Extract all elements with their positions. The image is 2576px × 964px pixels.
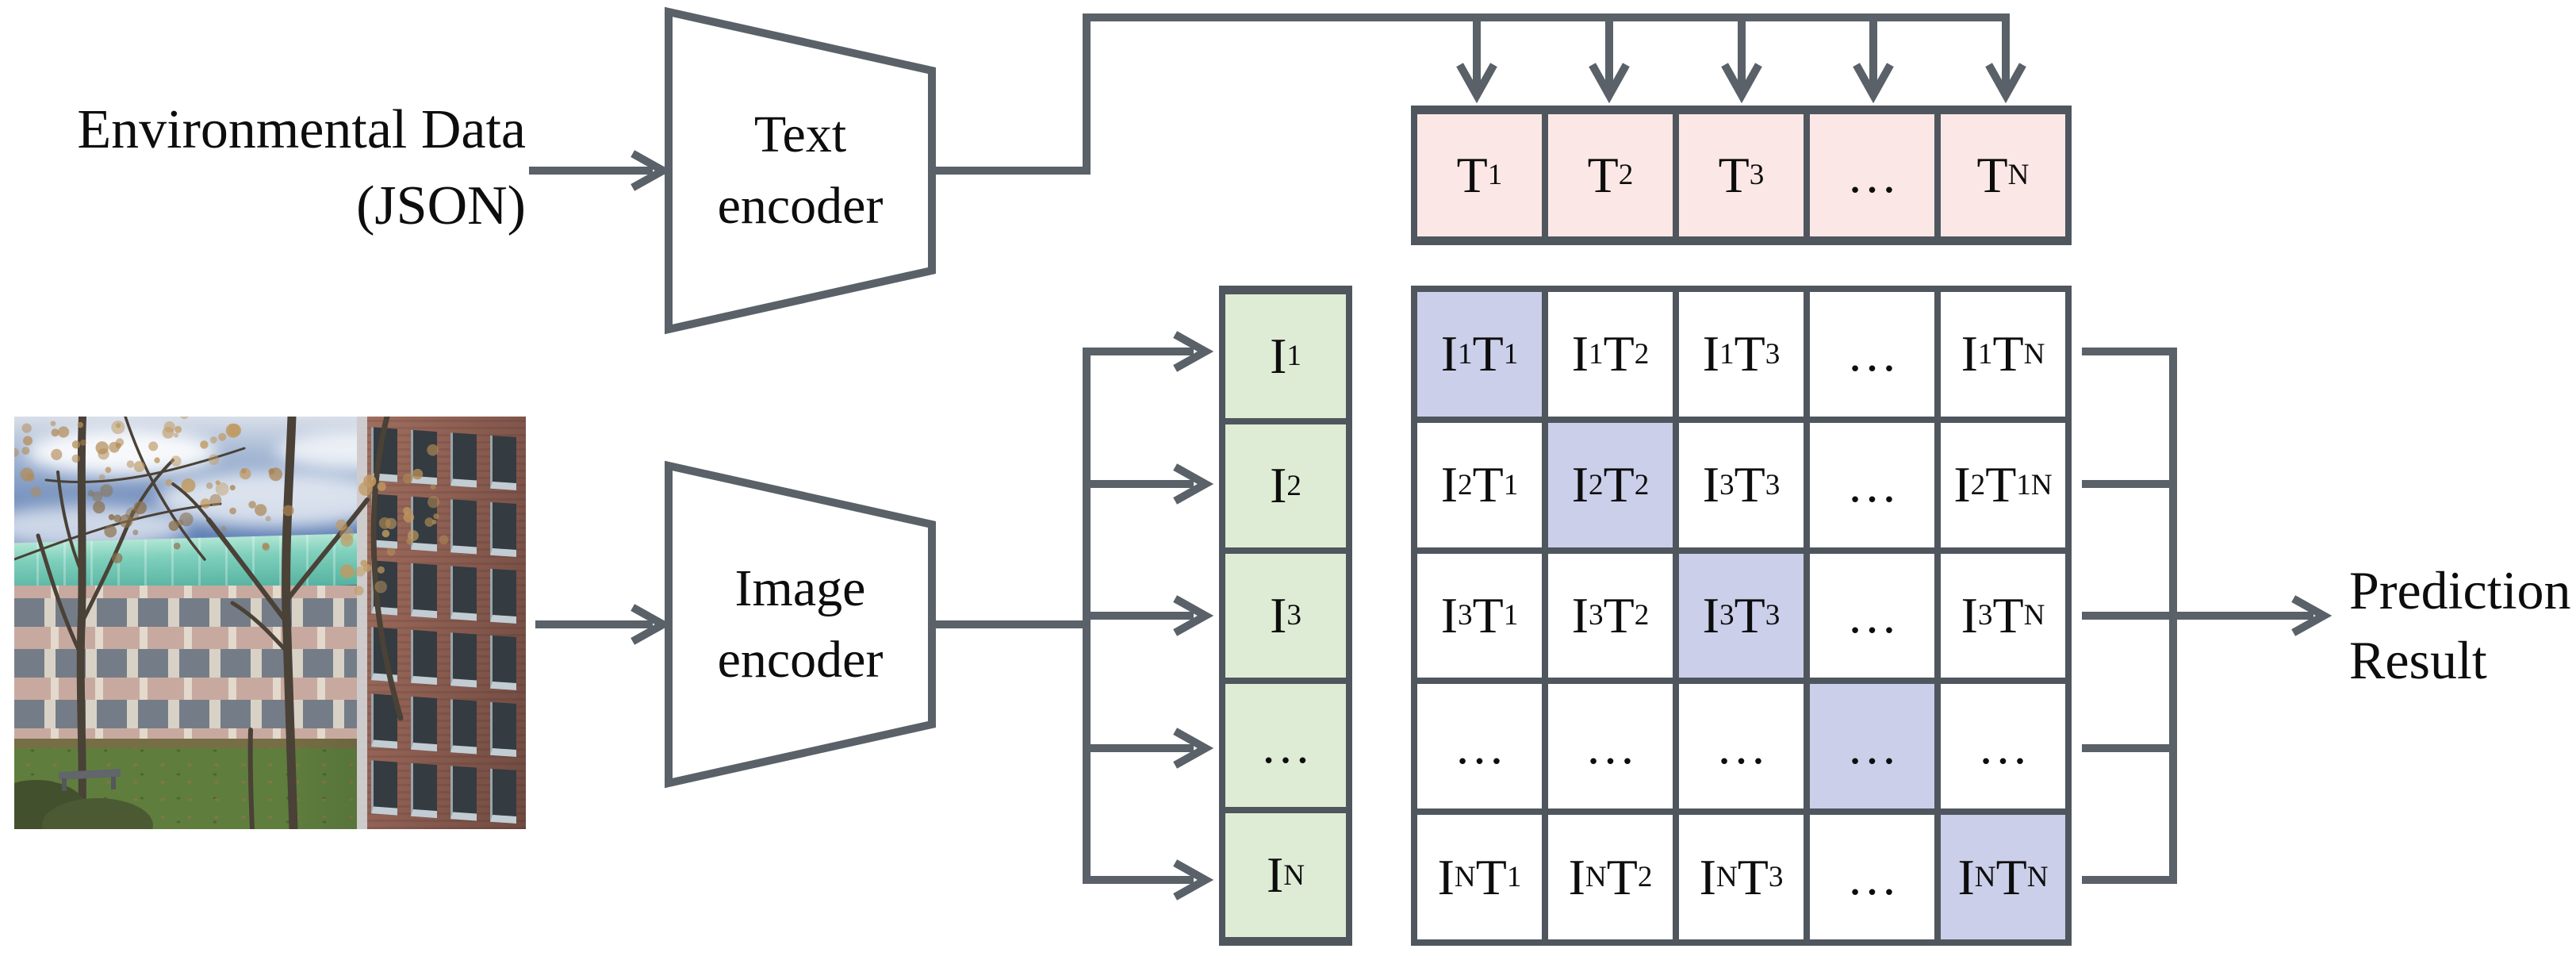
matrix-cell-r4c4: …: [1810, 684, 1934, 809]
matrix-cell-r5c4: …: [1810, 815, 1934, 939]
matrix-cell-r2c4: …: [1810, 422, 1934, 547]
arrowhead-icon: [1589, 63, 1630, 104]
arrows-to-text-embeddings: [1456, 13, 2026, 104]
text-encoder-line1: Text: [753, 106, 847, 163]
text-encoder-label: Text encoder: [669, 12, 932, 329]
arrowhead-icon: [2291, 595, 2333, 636]
matrix-output-bus: [2082, 348, 2177, 884]
arrows-to-image-embeddings: [1083, 331, 1214, 901]
matrix-cell-r4c2: …: [1548, 684, 1673, 809]
arrowhead-icon: [631, 604, 672, 645]
text-encoder-shape: [665, 6, 936, 335]
photo-trees: [14, 417, 449, 829]
arrowhead-icon: [1173, 463, 1214, 505]
matrix-cell-r4c1: …: [1417, 684, 1542, 809]
arrowhead-icon: [1173, 595, 1214, 636]
arrow-to-prediction: [2169, 595, 2333, 636]
photo-bushes: [14, 768, 153, 829]
text-encoder-output-line: [928, 13, 2010, 175]
photo-window-band: [14, 598, 373, 628]
image-embedding-cell-4: …: [1225, 683, 1346, 808]
environmental-data-label: Environmental Data (JSON): [0, 92, 526, 244]
arrowhead-icon: [1173, 331, 1214, 372]
arrowhead-icon: [1853, 63, 1894, 104]
prediction-result-line1: Prediction: [2349, 560, 2571, 620]
environmental-data-line1: Environmental Data: [77, 99, 526, 160]
arrowhead-icon: [631, 150, 672, 191]
matrix-cell-r1c4: …: [1810, 292, 1934, 417]
photo-window-band: [14, 649, 373, 678]
arrow-photo-to-image-encoder: [535, 604, 672, 645]
matrix-cell-r4c3: …: [1679, 684, 1804, 809]
photo-window-band: [14, 700, 373, 729]
input-image-photo: [14, 417, 526, 829]
image-encoder-label: Image encoder: [669, 466, 932, 783]
prediction-result-label: Prediction Result: [2349, 555, 2571, 695]
text-embedding-cell-4: …: [1810, 114, 1934, 236]
matrix-cell-r3c4: …: [1810, 553, 1934, 678]
arrowhead-icon: [1985, 63, 2026, 104]
arrowhead-icon: [1173, 728, 1214, 769]
matrix-cell-r4c5: …: [1941, 684, 2065, 809]
image-encoder-line2: encoder: [717, 631, 884, 689]
environmental-data-line2: (JSON): [356, 175, 526, 236]
arrowhead-icon: [1173, 859, 1214, 901]
image-encoder-shape: [665, 460, 936, 789]
photo-building-facade: [14, 586, 373, 741]
text-encoder-line2: encoder: [717, 177, 884, 235]
image-encoder-line1: Image: [734, 559, 866, 617]
photo-concrete-pier: [357, 417, 368, 829]
arrowhead-icon: [1721, 63, 1762, 104]
arrow-env-to-text-encoder: [529, 150, 672, 191]
arrowhead-icon: [1456, 63, 1497, 104]
prediction-result-line2: Result: [2349, 630, 2487, 690]
